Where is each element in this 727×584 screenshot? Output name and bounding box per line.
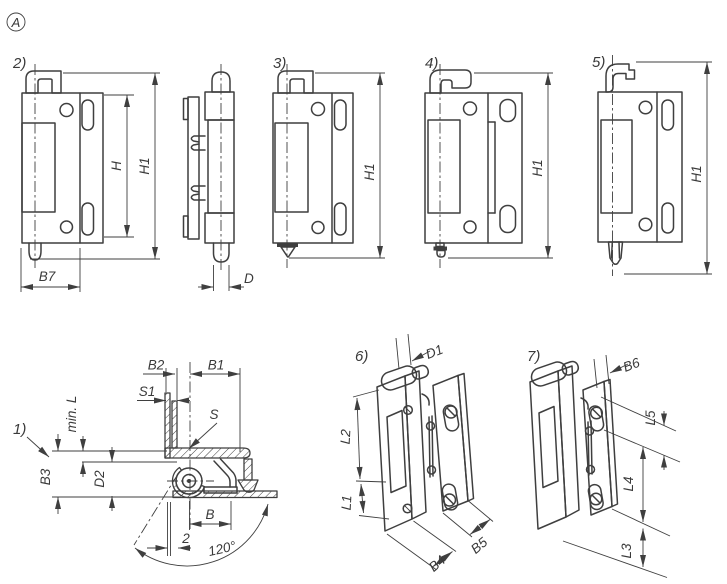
- angle-arc: [134, 503, 269, 567]
- view-side: D: [182, 64, 254, 291]
- dim-l4: L4: [621, 476, 636, 491]
- view-1-section: 1) B2 B1 S1 S: [13, 358, 278, 567]
- dim-d2: D2: [92, 470, 107, 488]
- view-7-label: 7): [527, 348, 540, 365]
- dim-b6: B6: [621, 355, 642, 375]
- hinge-body-front: [529, 370, 567, 530]
- rivet-tip: [436, 249, 446, 258]
- spring-wire: [421, 393, 430, 406]
- view-5-label: 5): [592, 54, 605, 71]
- hinge-pin-hook: [605, 63, 636, 93]
- dim-h1-view5: H1: [689, 165, 704, 182]
- dim-h1-view3: H1: [362, 163, 377, 180]
- mounting-plate-section: [172, 490, 278, 499]
- view-7-iso: 7) B6 L5 L4 L3: [527, 348, 681, 578]
- hinge-pin-hook: [25, 70, 62, 94]
- screw-head: [237, 479, 259, 493]
- dim-b: B: [205, 507, 214, 522]
- mounting-plate-side: [457, 372, 475, 502]
- open-position-line: [133, 473, 179, 546]
- view-5-front: 5) H1: [592, 54, 712, 276]
- hinge-pin-hook: [277, 70, 314, 94]
- hinge-body-side: [404, 370, 427, 520]
- dim-b4: B4: [426, 552, 448, 574]
- view-1-label: 1): [13, 421, 26, 438]
- dim-d: D: [244, 271, 254, 286]
- pin-end-cap: [411, 364, 430, 380]
- dim-offset-2: 2: [181, 531, 190, 546]
- dim-l5: L5: [643, 410, 658, 426]
- mounting-plate-side: [603, 378, 619, 508]
- dim-h1-view4: H1: [530, 159, 545, 176]
- dim-b1: B1: [208, 358, 225, 373]
- upper-leaf-section: [164, 447, 251, 459]
- view-1-leader: [26, 436, 50, 458]
- dim-s1: S1: [139, 384, 156, 399]
- dim-min-l: min. L: [64, 396, 79, 433]
- dim-l1: L1: [339, 495, 355, 511]
- view-2-front: 2) H H1 B7: [12, 55, 160, 292]
- view-6-iso: 6) D1 L2 L1 B4: [338, 333, 494, 575]
- spring-clip: [190, 135, 206, 151]
- detail-marker: A: [6, 12, 26, 32]
- hinge-recess: [538, 405, 559, 489]
- dim-angle-120: 120°: [207, 538, 238, 559]
- hinge-recess: [386, 409, 407, 494]
- view-2-label: 2): [12, 55, 26, 72]
- detail-marker-circle-icon: [6, 12, 26, 32]
- view-4-front: 4) H1: [424, 55, 553, 268]
- hinge-body: [272, 92, 354, 244]
- view-6-label: 6): [355, 348, 368, 365]
- leaf-flange-section: [171, 400, 178, 449]
- dim-h: H: [109, 161, 124, 171]
- view-3-front: 3) H1: [272, 55, 385, 268]
- dim-s: S: [209, 407, 218, 422]
- rivet-tip: [280, 246, 296, 258]
- dim-l2: L2: [338, 428, 354, 444]
- locking-peg: [607, 241, 624, 265]
- hinge-body: [424, 92, 523, 244]
- detail-marker-label: A: [11, 15, 21, 30]
- rivet-flange: [277, 243, 298, 247]
- dim-b2: B2: [148, 358, 165, 373]
- spring-wire: [580, 397, 589, 410]
- dim-l3: L3: [619, 543, 634, 559]
- screw-shank: [243, 458, 253, 481]
- hinge-body-side: [557, 365, 580, 518]
- view-4-label: 4): [425, 55, 438, 72]
- hinge-recess: [21, 122, 56, 213]
- dim-b7: B7: [39, 269, 56, 284]
- view-3-label: 3): [273, 55, 286, 72]
- dim-h1-view2: H1: [137, 157, 152, 174]
- dim-b5: B5: [468, 534, 491, 556]
- spring-clip: [190, 185, 206, 201]
- hinge-body: [597, 91, 683, 243]
- dim-d1: D1: [424, 342, 445, 362]
- hinge-leaf-side: [187, 96, 200, 240]
- hinge-pin-hook: [429, 69, 472, 94]
- dim-b3: B3: [38, 468, 53, 485]
